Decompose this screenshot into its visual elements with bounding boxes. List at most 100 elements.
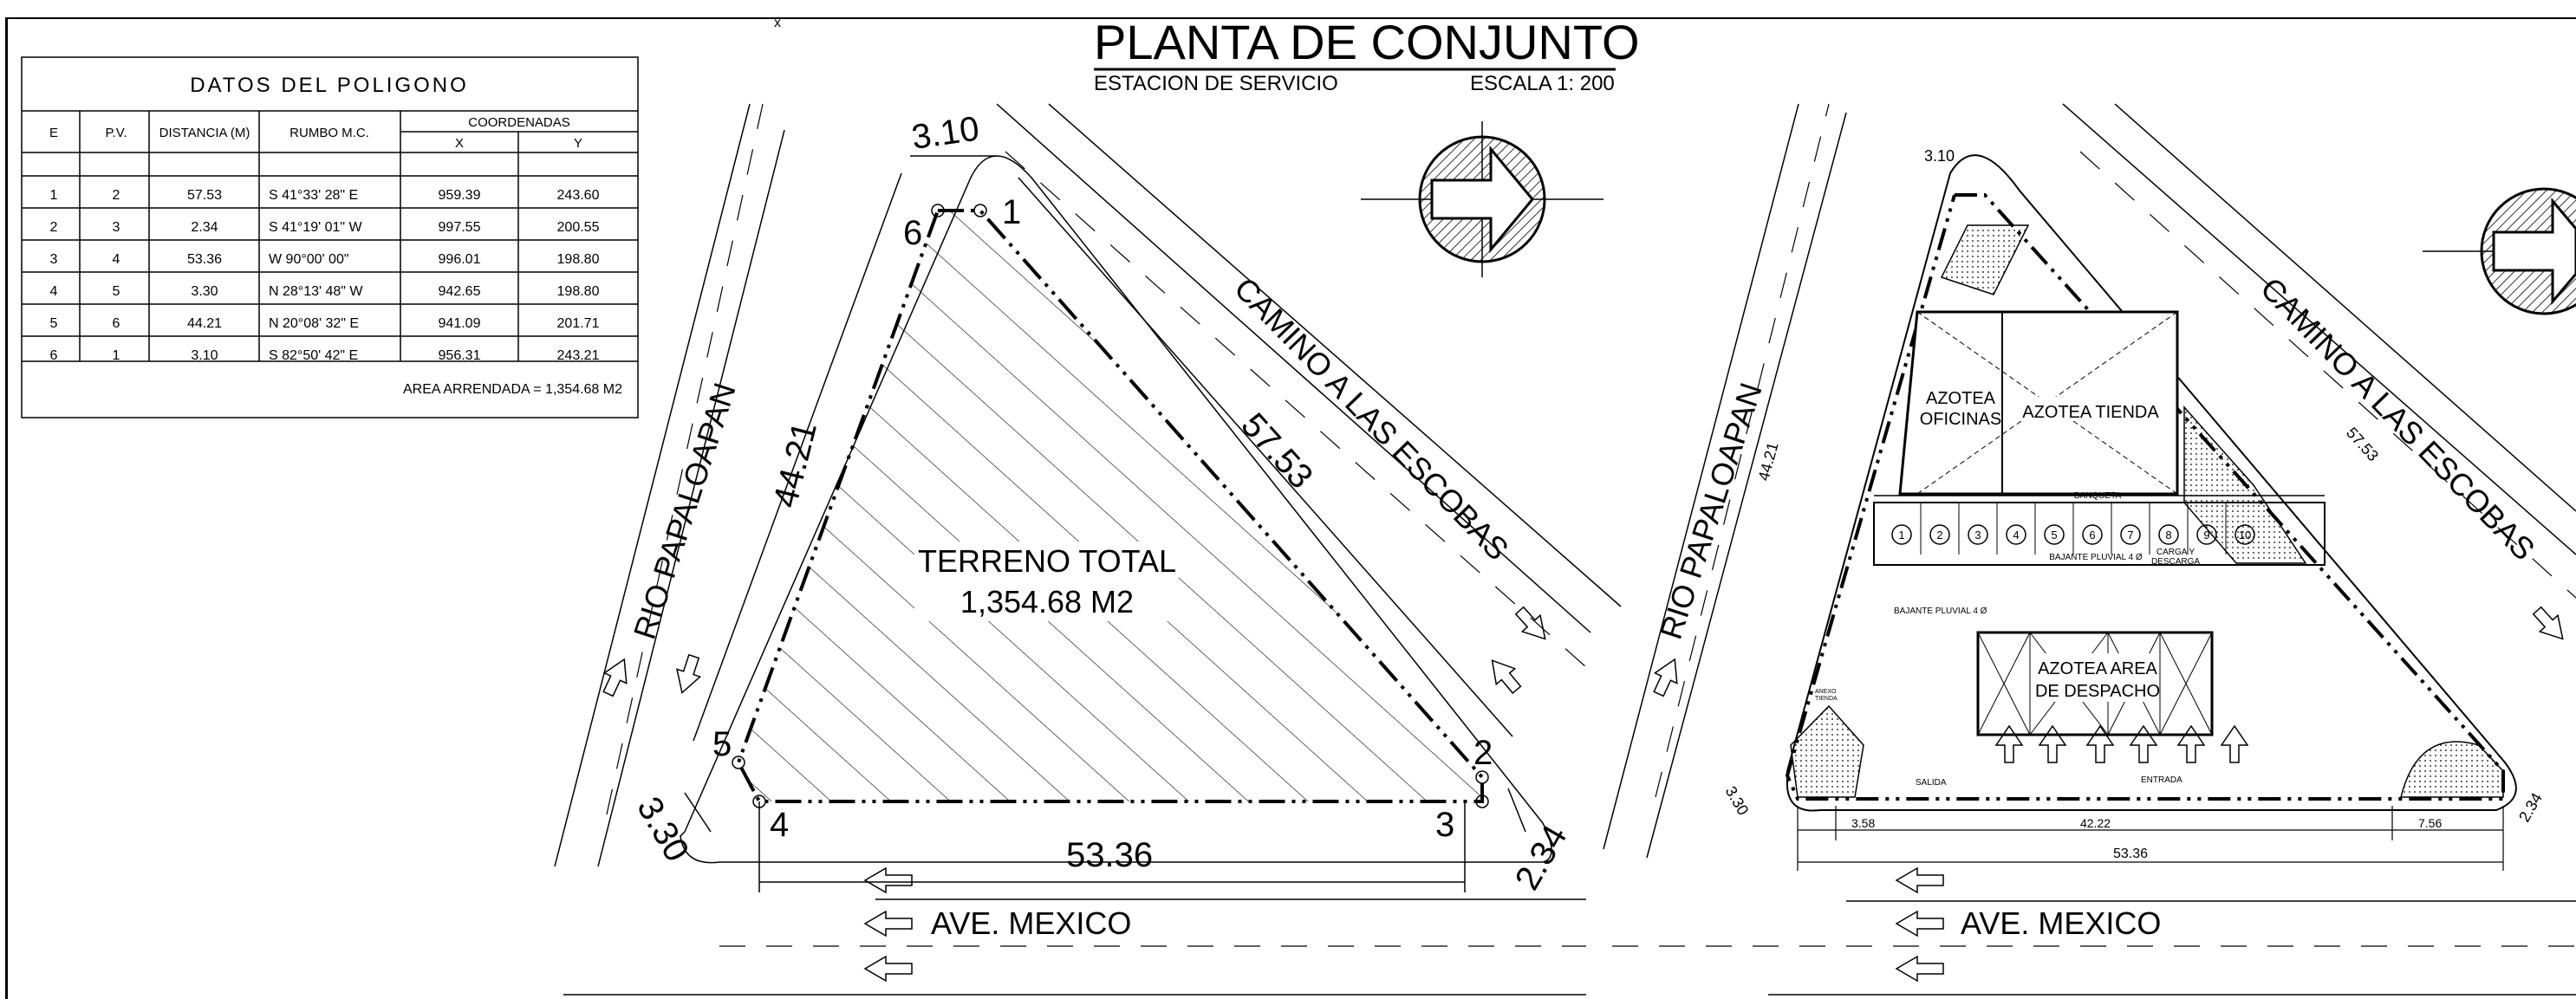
table-col-header: P.V. — [105, 126, 127, 140]
table-cell: 1 — [113, 348, 120, 363]
table-cell: 4 — [113, 252, 120, 267]
street-bottom: AVE. MEXICO — [1961, 905, 2161, 941]
table-col-header: X — [455, 136, 464, 151]
bajante-label: BAJANTE PLUVIAL 4 Ø — [1894, 607, 1987, 616]
table-cell: 997.55 — [439, 220, 481, 235]
table-cell: 956.31 — [439, 348, 481, 363]
vertex-label: 2 — [1473, 734, 1493, 772]
parking-slot-circle — [2196, 524, 2217, 545]
dim-left: 44.21 — [766, 418, 824, 511]
roof-offices-label: AZOTEA — [1926, 389, 1996, 408]
table-cell: 996.01 — [439, 252, 481, 267]
parking-slot-number: 1 — [1898, 529, 1904, 542]
dim-left: 44.21 — [1755, 440, 1782, 483]
table-cell: 243.60 — [557, 188, 600, 203]
table-cell: S 41°33' 28" E — [269, 188, 358, 203]
terrain-area: 1,354.68 M2 — [960, 584, 1134, 620]
table-cell: 3.30 — [191, 284, 218, 299]
table-cell: 1 — [50, 188, 58, 203]
table-title: DATOS DEL POLIGONO — [190, 74, 469, 97]
table-cell: N 20°08' 32" E — [269, 316, 359, 331]
parking-slot-number: 6 — [2089, 529, 2095, 542]
table-cell: 200.55 — [557, 220, 600, 235]
table-cell: 243.21 — [557, 348, 600, 363]
entry-label: ENTRADA — [2141, 775, 2182, 785]
street-left: RIO PAPALOAPAN — [1653, 379, 1769, 644]
roof-store-label: AZOTEA TIENDA — [2022, 403, 2159, 422]
annex-store-label: ANEXO — [1815, 689, 1837, 695]
street-left: RIO PAPALOAPAN — [627, 379, 743, 644]
entry-arrows — [1653, 606, 2564, 983]
page-subtitle: ESTACION DE SERVICIO — [1094, 72, 1338, 95]
table-cell: 3 — [113, 220, 120, 235]
table-cell: 4 — [50, 284, 58, 299]
table-cell: 6 — [113, 316, 120, 331]
table-col-header: E — [49, 126, 58, 140]
table-cell: W 90°00' 00" — [269, 252, 349, 267]
parking-slot-number: 10 — [2239, 529, 2251, 542]
area-label: AREA ARRENDADA = 1,354.68 M2 — [403, 382, 622, 397]
vertex-label: 5 — [712, 725, 732, 763]
dim-top: 3.10 — [909, 110, 981, 157]
table-cell: 201.71 — [557, 316, 600, 331]
right-site-plan: AZOTEA OFICINAS AZOTEA TIENDA BANQUETA 1… — [1603, 103, 2576, 996]
dim-top: 3.10 — [1924, 147, 1955, 165]
table-cell: 53.36 — [187, 252, 222, 267]
dim-bottom-total: 53.36 — [2113, 847, 2148, 861]
table-cell: 959.39 — [439, 188, 481, 203]
street-bottom: AVE. MEXICO — [931, 905, 1131, 941]
parking-slot-circle — [2158, 524, 2179, 545]
north-arrow-icon — [1361, 121, 1603, 277]
roof-offices-label: OFICINAS — [1920, 410, 2001, 429]
dim-bottom-right: 7.56 — [2418, 816, 2442, 830]
table-cell: 5 — [50, 316, 58, 331]
traffic-arrows — [602, 606, 1546, 983]
drawing-frame: x — [5, 16, 2576, 999]
table-cell: 2.34 — [191, 220, 218, 235]
table-cell: S 41°19' 01" W — [269, 220, 363, 235]
dim-bottom: 53.36 — [1066, 836, 1153, 874]
title-block: PLANTA DE CONJUNTO ESTACION DE SERVICIO … — [1094, 15, 1640, 95]
table-cell: 2 — [50, 220, 58, 235]
table-cell: 3 — [50, 252, 58, 267]
loading-label: DESCARGA — [2151, 557, 2200, 567]
parking-slot-circle — [1968, 524, 1988, 545]
parking-slot-number: 3 — [1974, 529, 1981, 542]
street-right: CAMINO A LAS ESCOBAS — [2254, 270, 2541, 567]
table-col-header: Y — [574, 136, 582, 151]
loading-label: CARGA Y — [2156, 548, 2195, 557]
parking-slot-circle — [2082, 524, 2103, 545]
sidewalk-label: BANQUETA — [2074, 491, 2122, 501]
vertex-label: 3 — [1435, 806, 1454, 844]
parking-slot-circle — [1891, 524, 1912, 545]
parking-slot-circle — [2120, 524, 2141, 545]
table-cell: N 28°13' 48" W — [269, 284, 363, 299]
annex-store-label: TIENDA — [1815, 696, 1838, 702]
table-col-header: DISTANCIA (M) — [159, 126, 250, 140]
table-cell: 198.80 — [557, 252, 600, 267]
canopy-label: AZOTEA AREA — [2038, 659, 2157, 678]
table-cell: 942.65 — [439, 284, 481, 299]
table-cell: 6 — [50, 348, 58, 363]
table-cell: 198.80 — [557, 284, 600, 299]
canopy-label: DE DESPACHO — [2035, 682, 2160, 701]
vertex-label: 1 — [1002, 193, 1021, 231]
exit-label: SALIDA — [1916, 778, 1947, 788]
north-arrow-icon — [2423, 187, 2576, 315]
parking-slot-circle — [2006, 524, 2026, 545]
table-cell: 57.53 — [187, 188, 222, 203]
polygon-table-text: DATOS DEL POLIGONO E P.V. DISTANCIA (M) … — [49, 74, 622, 397]
page-title: PLANTA DE CONJUNTO — [1094, 15, 1640, 69]
table-cell: 44.21 — [187, 316, 222, 331]
parking-slot-number: 5 — [2051, 529, 2057, 542]
left-site-plan: 1 2 3 4 5 6 3.10 44.21 57.53 53.36 3.30 … — [554, 103, 1622, 996]
scale-label: ESCALA 1: 200 — [1470, 72, 1615, 95]
parking-slot-number: 4 — [2013, 529, 2019, 542]
corner-mark: x — [774, 16, 781, 30]
dim-bottom-mid: 42.22 — [2080, 816, 2111, 830]
parking-slot-number: 2 — [1936, 529, 1942, 542]
vertex-label: 6 — [903, 214, 922, 252]
dim-corner-right: 2.34 — [2515, 790, 2546, 825]
table-cell: 5 — [113, 284, 120, 299]
